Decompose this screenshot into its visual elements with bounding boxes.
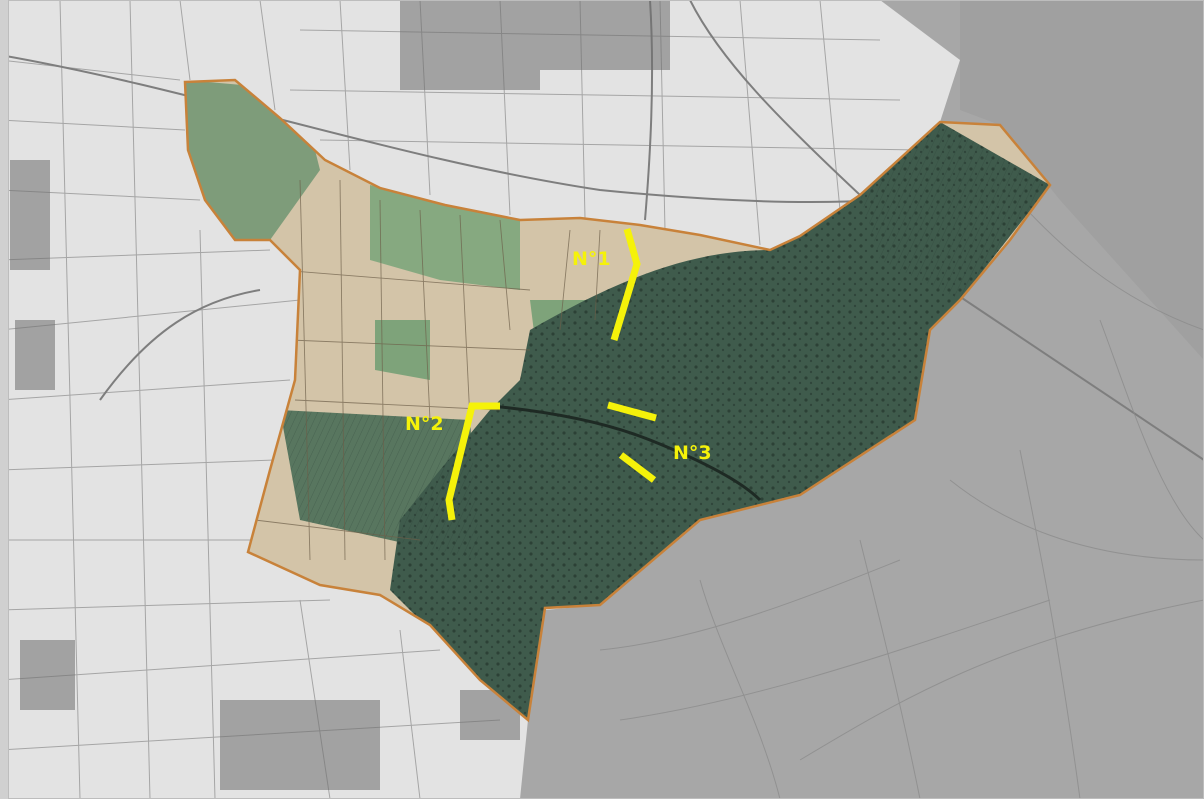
- marker-n3-label: N°3: [673, 442, 712, 464]
- marker-n2-line: [445, 402, 500, 521]
- left-frame-bar: [0, 0, 8, 799]
- aerial-photo-upper: [960, 0, 1204, 360]
- aerial-texture: [599, 179, 1204, 799]
- marker-n3-line-upper: [607, 401, 657, 422]
- marker-n1: N°1: [572, 228, 641, 342]
- territory-boundary: [183, 78, 1052, 723]
- marker-n2-label: N°2: [405, 413, 444, 435]
- village-main-road: [479, 403, 762, 502]
- marker-n3-line-lower: [618, 452, 657, 483]
- outer-settlements: [10, 0, 670, 790]
- marker-n3: N°3: [607, 401, 712, 483]
- aerial-photo-area: [520, 0, 1204, 799]
- marker-n2: N°2: [405, 402, 500, 521]
- marker-n1-line: [610, 228, 641, 342]
- marker-n1-label: N°1: [572, 248, 611, 270]
- outer-roads: [0, 0, 1204, 461]
